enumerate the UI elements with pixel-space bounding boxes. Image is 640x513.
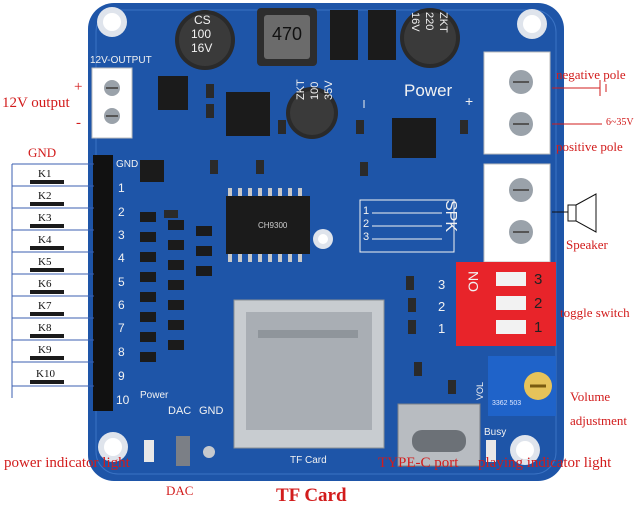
label-tf-card: TF Card [276,485,347,506]
label-k5: K5 [38,256,52,268]
busy-led [486,440,496,462]
silk-pin-3: 3 [118,228,125,242]
silk-mode-row-1: 1 [363,205,370,217]
label-k7: K7 [38,300,52,312]
volume-potentiometer [488,356,556,416]
dip-switch [456,262,556,346]
pot-code: 3362 503 [492,400,522,407]
power-terminal [483,51,551,155]
label-gnd: GND [28,145,57,160]
key-wiring [11,163,94,398]
dac-pad [176,436,190,466]
silk-pin-1: 1 [118,181,125,195]
label-toggle-switch: toggle switch [560,305,630,320]
silk-cap1-c: 16V [191,41,213,55]
label-k4: K4 [38,234,52,246]
label-output-plus: + [74,79,83,95]
silk-cap1-b: 100 [191,27,212,41]
label-power-indicator-light: power indicator light [4,455,130,471]
silk-vol: VOL [475,381,485,400]
switch-num-1: 1 [534,319,543,336]
label-k1: K1 [38,168,52,180]
switch-num-3: 3 [534,271,543,288]
silk-chip: CH9300 [258,221,288,230]
label-k2: K2 [38,190,52,202]
capacitor-zkt100 [286,87,338,139]
silk-mode-col-2: 2 [438,299,446,314]
label-speaker: Speaker [566,237,608,252]
silk-pin-4: 4 [118,251,125,265]
label-k6: K6 [38,278,52,290]
silk-cap1-a: CS [194,13,211,27]
label-k3: K3 [38,212,52,224]
silk-mode-row-2: 2 [363,218,370,230]
silk-cap2-b: 100 [309,81,321,100]
regulator-ic [226,92,270,136]
silk-cap3-b: 220 [423,12,435,31]
label-volume-1: Volume [570,389,611,404]
label-dac: DAC [166,483,194,498]
silk-pin-7: 7 [118,321,125,335]
silk-mode-col-1: 1 [438,321,446,336]
silk-spk: SPK [442,200,459,233]
main-chip [226,196,310,254]
label-type-c-port: TYPE-C port [378,455,459,471]
label-12v-output: 12V output [2,95,70,111]
speaker-terminal [483,163,551,263]
label-negative-pole: negative pole [556,67,626,82]
silk-pin-5: 5 [118,275,125,289]
label-output-minus: - [76,115,81,131]
label-k9: K9 [38,344,52,356]
label-voltage-range: 6~35V [606,117,634,128]
silk-dac: DAC [168,405,192,417]
silk-mode-row-3: 3 [363,231,370,243]
silk-busy: Busy [484,427,507,438]
silk-pin-2: 2 [118,205,125,219]
silk-pin-6: 6 [118,298,125,312]
power-led [144,440,154,462]
output-terminal [91,67,133,139]
switch-on-label: ON [465,271,481,292]
silk-power-plus: + [465,93,474,109]
silk-pin-8: 8 [118,345,125,359]
silk-cap2-c: 35V [323,80,335,100]
switch-num-2: 2 [534,295,543,312]
silk-cap3-c: 16V [409,12,421,32]
silk-cap2-a: ZKT [295,79,307,100]
capacitor-cs100 [175,10,235,70]
silk-inductor: 470 [272,24,303,44]
silk-power-led: Power [140,390,169,401]
silk-cap3-a: ZKT [437,12,449,33]
silk-gnd-bottom: GND [199,405,224,417]
speaker-symbol-icon [552,193,597,233]
label-volume-2: adjustment [570,413,628,428]
label-positive-pole: positive pole [556,139,623,154]
silk-pin-9: 9 [118,369,125,383]
silk-tf-card: TF Card [290,455,327,466]
label-k10: K10 [36,368,55,380]
tf-card-slot [233,299,385,449]
silk-12v-output: 12V-OUTPUT [90,55,152,66]
label-playing-indicator-light: playing indicator light [478,455,612,471]
mounting-holes [97,7,547,465]
silk-mode-col-3: 3 [438,277,446,292]
silk-gnd: GND [116,159,139,170]
silk-power: Power [404,81,453,100]
capacitor-zkt220 [400,8,460,68]
annotation-lines [552,80,607,125]
silk-pin-10: 10 [116,393,130,407]
label-k8: K8 [38,322,52,334]
pin-header [93,155,113,411]
usb-c-port [397,403,481,467]
